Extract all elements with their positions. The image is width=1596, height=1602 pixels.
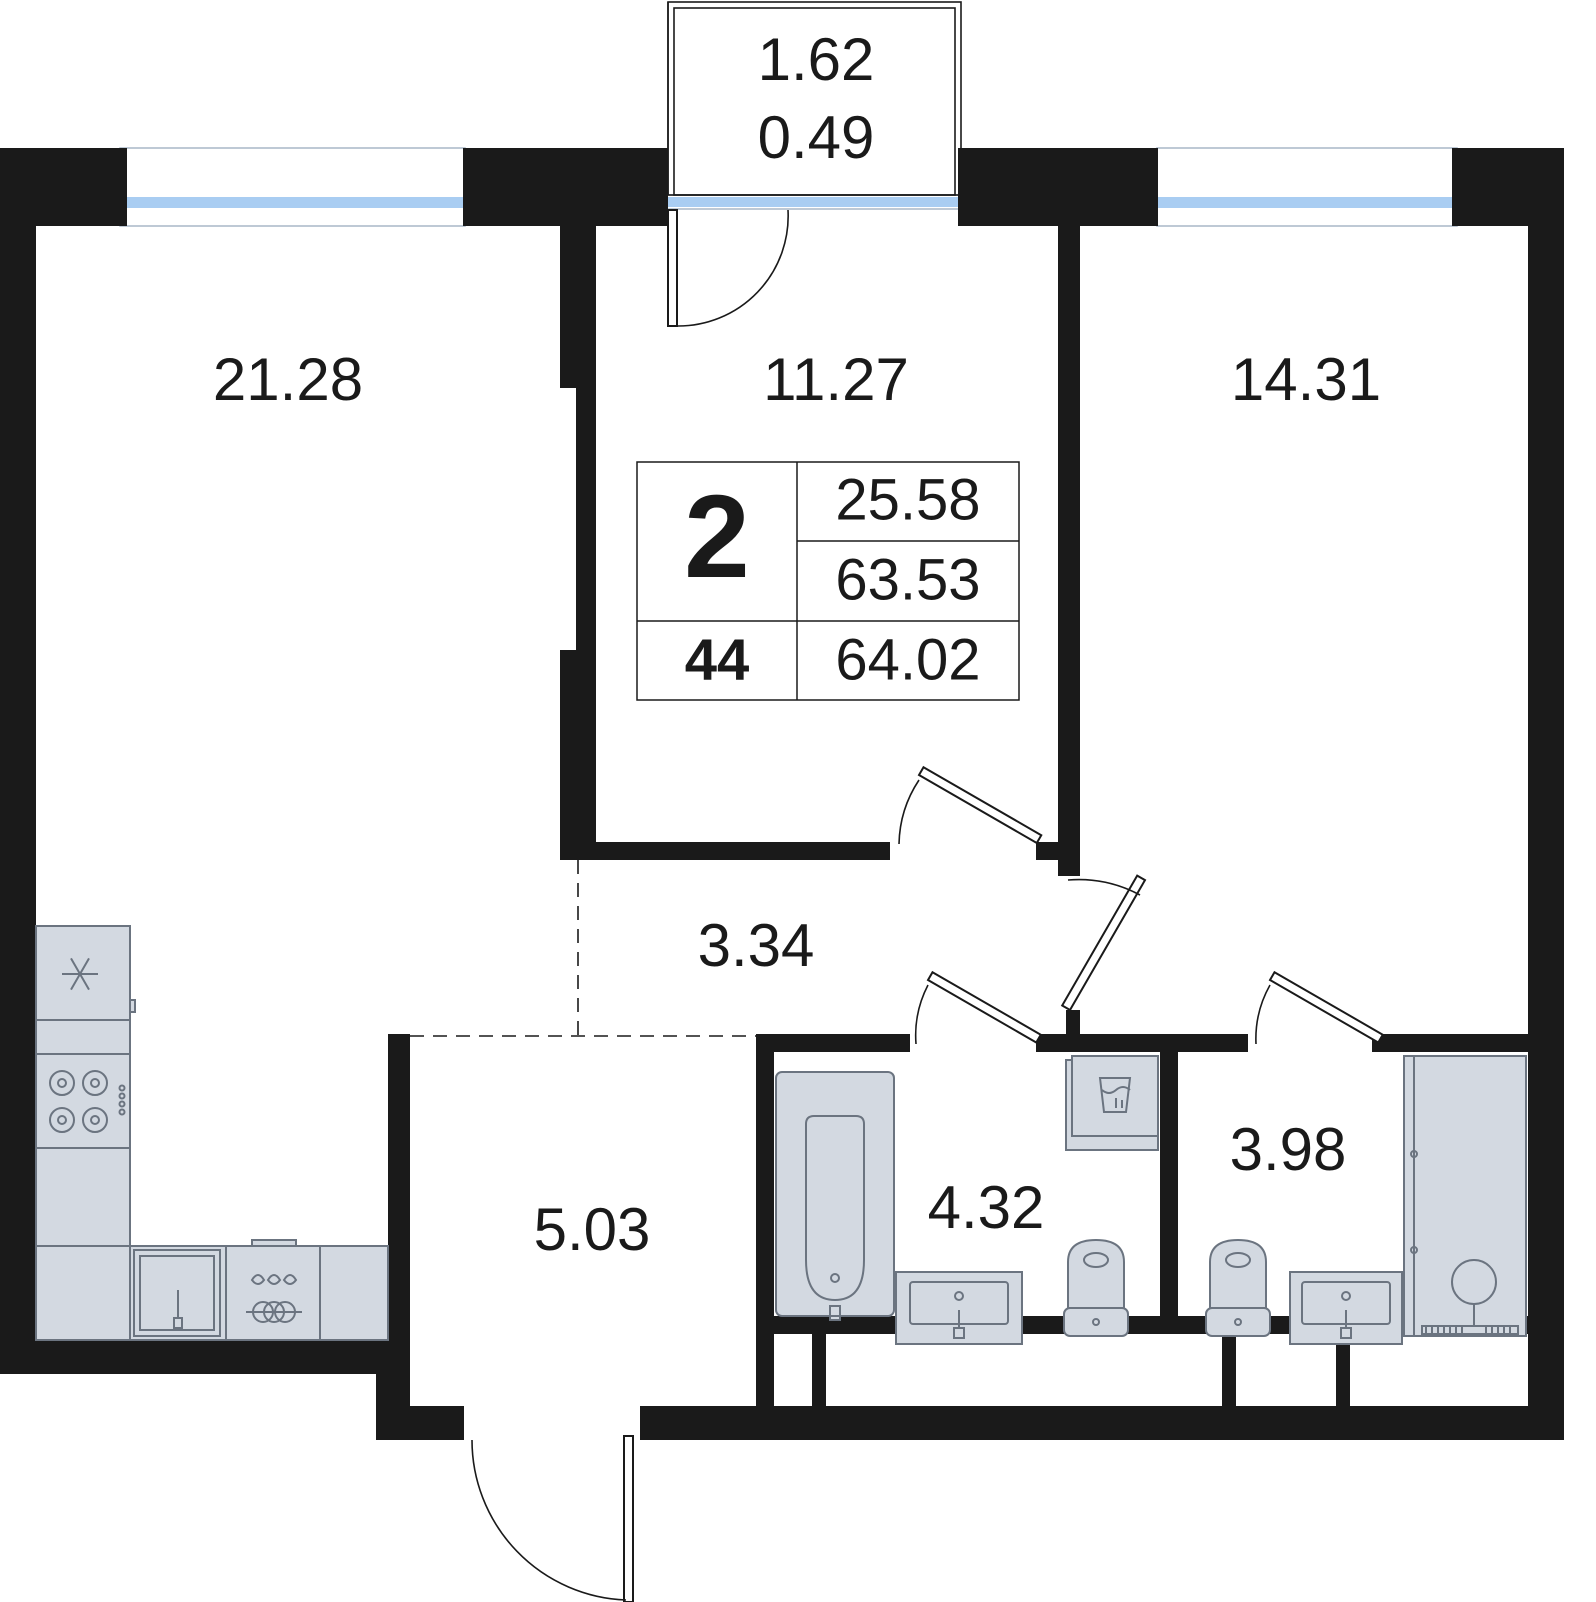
bathtub xyxy=(775,1071,895,1321)
window-balcony-door xyxy=(661,194,963,210)
total-area-with-balcony: 64.02 xyxy=(835,627,980,692)
living-area: 25.58 xyxy=(835,467,980,532)
washroom-sink xyxy=(1289,1271,1403,1345)
washroom-toilet xyxy=(1205,1238,1271,1337)
shower xyxy=(1403,1055,1527,1337)
room-area-living-kitchen: 21.28 xyxy=(213,346,363,413)
kitchen-counter xyxy=(35,925,389,1341)
room-area-bathroom: 4.32 xyxy=(928,1174,1045,1241)
window-bedroom-right xyxy=(1156,147,1458,227)
room-area-corridor: 3.34 xyxy=(698,912,815,979)
balcony-reduced-area: 0.49 xyxy=(758,104,875,171)
window-living xyxy=(119,147,466,227)
room-area-washroom: 3.98 xyxy=(1230,1116,1347,1183)
bathroom-sink xyxy=(895,1271,1023,1345)
apartment-number: 44 xyxy=(685,627,750,692)
washing-machine xyxy=(1065,1055,1159,1151)
room-count: 2 xyxy=(684,471,750,603)
washing-machine-icon xyxy=(1098,1077,1132,1113)
walls xyxy=(0,148,1564,1440)
door-balcony xyxy=(667,209,789,327)
room-area-hall: 5.03 xyxy=(534,1196,651,1263)
bathroom-toilet xyxy=(1063,1238,1129,1337)
room-area-bedroom-right: 14.31 xyxy=(1231,346,1381,413)
info-box: 2 44 25.58 63.53 64.02 xyxy=(636,461,1020,701)
door-washroom xyxy=(1255,970,1385,1045)
dishwasher-icon xyxy=(246,1274,302,1323)
door-entrance xyxy=(471,1435,634,1602)
total-area: 63.53 xyxy=(835,547,980,612)
burner-icon xyxy=(49,1070,126,1133)
door-bathroom xyxy=(914,970,1043,1045)
room-area-bedroom-middle: 11.27 xyxy=(763,346,909,413)
faucet-icon xyxy=(173,1290,183,1329)
balcony-area: 1.62 xyxy=(758,26,875,93)
balcony xyxy=(667,1,962,196)
snowflake-icon xyxy=(62,957,98,991)
door-bedroom-right xyxy=(1060,874,1147,1012)
door-bedroom-middle xyxy=(898,765,1043,845)
